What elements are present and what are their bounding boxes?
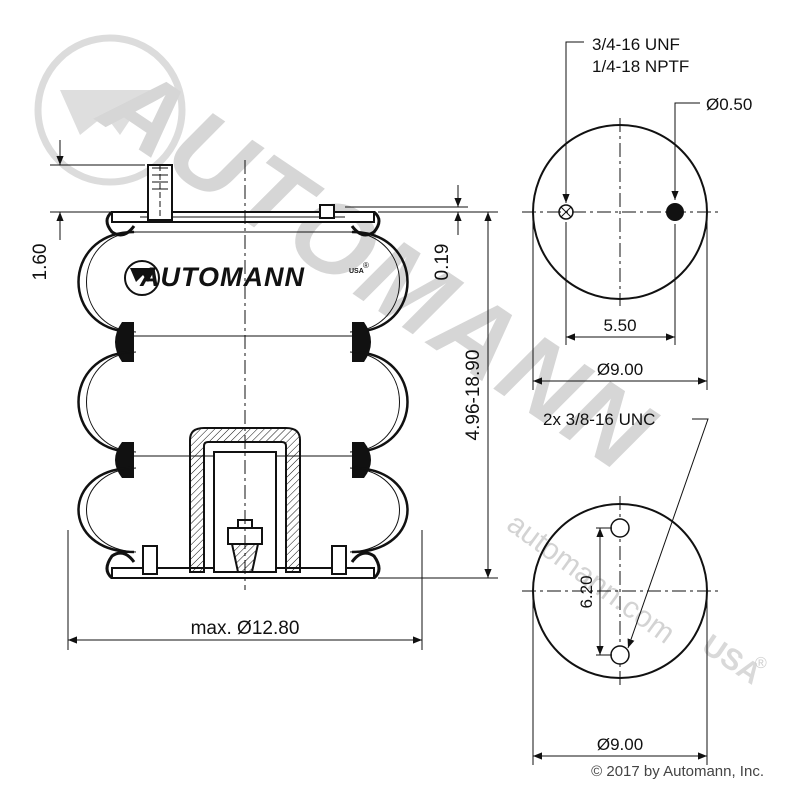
internal-bumper [189,427,301,573]
mounting-hole-top-icon [610,518,630,538]
watermark-emblem-icon [60,90,150,135]
logo-text: AUTOMANN [139,262,305,292]
copyright-notice: © 2017 by Automann, Inc. [591,763,764,780]
bottom-stud-left [142,545,158,575]
dim-max-diameter: max. Ø12.80 [191,618,300,639]
dim-top-plate: 0.19 [432,244,453,281]
dim-top-gap: 1.60 [30,244,51,281]
air-port-icon [666,203,684,221]
side-view-dimensions [50,140,498,650]
stud-hole-icon [558,204,574,220]
air-fitting [319,204,335,219]
product-logo: AUTOMANN USA ® [124,260,369,296]
top-thread-2: 1/4-18 NPTF [592,57,689,76]
top-port-diameter: Ø0.50 [706,95,752,114]
bottom-view [522,418,718,765]
mounting-hole-bottom-icon [610,645,630,665]
bottom-stud-right [331,545,347,575]
convolution-2 [77,350,409,454]
logo-emblem-icon [124,260,160,296]
watermark-logo-icon [34,34,186,186]
top-diameter: Ø9.00 [597,360,643,379]
top-view [522,41,718,390]
convolution-3 [77,466,409,554]
top-thread-1: 3/4-16 UNF [592,35,680,54]
convolution-1 [77,230,409,334]
bottom-diameter: Ø9.00 [597,735,643,754]
girdle-ring-2 [115,442,134,478]
top-hole-spacing: 5.50 [603,316,636,335]
side-view [77,160,409,590]
bottom-thread: 2x 3/8-16 UNC [543,410,655,429]
logo-sub: USA [349,268,364,275]
watermark: AUTOMANN USA ® automann.com [34,34,767,691]
bottom-hole-spacing: 6.20 [577,575,596,608]
dim-height-range: 4.96-18.90 [463,350,484,441]
logo-reg: ® [363,261,369,270]
watermark-reg: ® [755,655,767,672]
